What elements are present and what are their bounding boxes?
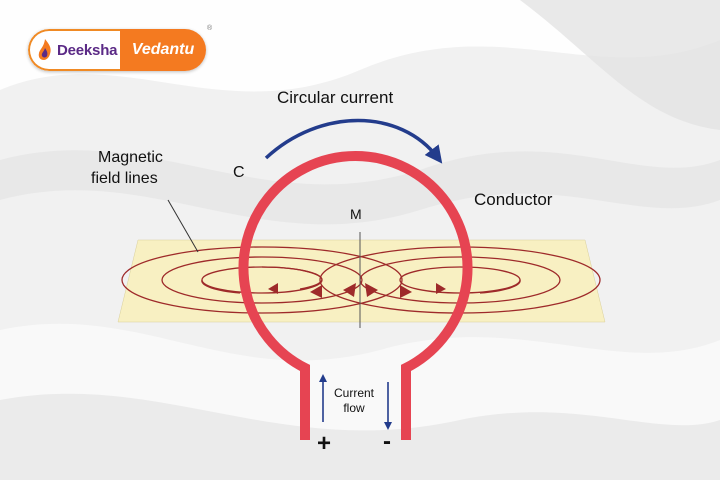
magnetic-label-line2: field lines xyxy=(91,170,158,187)
field-arrow-right-outer xyxy=(365,283,378,297)
field-arrow-right-mid xyxy=(400,285,412,298)
field-arrow-left-outer xyxy=(343,283,356,297)
flame-logo-icon xyxy=(38,39,51,60)
positive-terminal-label: + xyxy=(317,430,332,457)
field-line-arrows xyxy=(268,283,446,298)
current-flow-line1: Current xyxy=(334,386,375,400)
current-flow-label: Current flow xyxy=(334,386,374,416)
field-arrow-right-inner xyxy=(436,283,446,294)
conductor-loop xyxy=(238,151,473,440)
logo-vedantu-text: Vedantu xyxy=(131,41,195,58)
current-flow-line2: flow xyxy=(343,401,365,415)
conductor-label: Conductor xyxy=(474,190,553,209)
field-arrow-left-mid xyxy=(310,285,322,298)
brand-logo: Deeksha Vedantu xyxy=(28,29,206,71)
circular-current-label: Circular current xyxy=(277,88,394,107)
field-lines-left xyxy=(121,246,403,314)
field-lines-front xyxy=(201,279,521,294)
logo-deeksha-text: Deeksha xyxy=(57,41,118,59)
point-m-label: M xyxy=(350,206,362,222)
magnetic-label-line1: Magnetic xyxy=(98,149,163,166)
circular-current-arrow xyxy=(264,118,443,164)
point-c-label: C xyxy=(233,164,245,181)
magnetic-label-pointer xyxy=(167,199,199,253)
registered-mark: ® xyxy=(207,25,213,32)
logo-left-part: Deeksha xyxy=(28,29,120,71)
negative-terminal-label: - xyxy=(383,428,391,455)
logo-right-part: Vedantu xyxy=(120,29,206,71)
field-arrow-left-inner xyxy=(268,283,278,294)
